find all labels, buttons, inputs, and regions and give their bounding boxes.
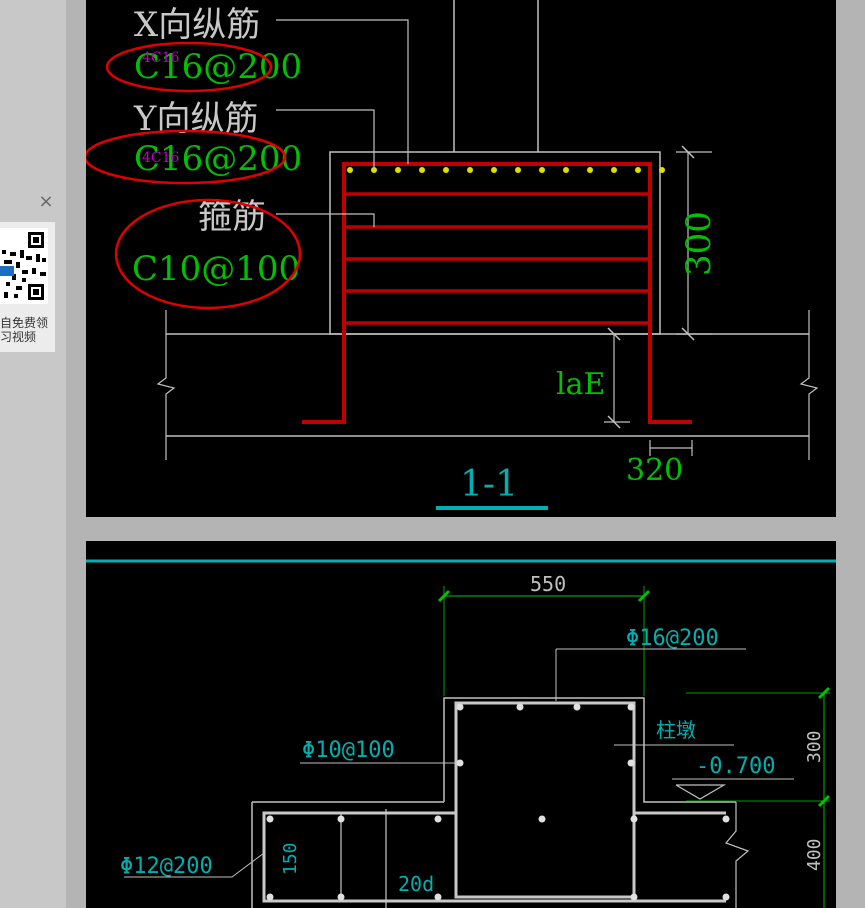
- ad-text-line1: 自免费领: [0, 316, 49, 330]
- pier-stirrup: [454, 701, 636, 899]
- break-line-left: [156, 310, 176, 460]
- y-bar-note: 4C16: [142, 150, 180, 166]
- bar-dot: [587, 167, 593, 173]
- leader-slab-bar: [124, 852, 265, 878]
- bar-dot: [467, 167, 473, 173]
- bar-dot: [573, 703, 581, 711]
- leader-y-bar: [276, 109, 375, 170]
- bar-dot: [722, 815, 730, 823]
- break-line-right: [799, 310, 819, 460]
- bar-dot: [434, 893, 442, 901]
- dim-150-text: 150: [280, 842, 301, 875]
- x-bar-label: X向纵筋: [134, 5, 260, 45]
- highlight-ellipse-stirrup: [114, 198, 302, 310]
- x-bar-value: C16@200: [134, 47, 302, 87]
- bar-dot: [337, 815, 345, 823]
- bar-dot: [337, 893, 345, 901]
- bar-dot: [434, 815, 442, 823]
- bar-dot: [347, 167, 353, 173]
- leader-stirrup: [276, 213, 375, 227]
- bar-dot: [395, 167, 401, 173]
- stirrup-label: 箍筋: [198, 197, 266, 237]
- pier-detail-drawing: 550 Φ16@200 柱墩 -0.700 Φ10@100 Φ12@200 15…: [86, 559, 836, 908]
- highlight-ellipse-y: [86, 129, 287, 185]
- bar-dot: [630, 815, 638, 823]
- bar-dot: [266, 815, 274, 823]
- bar-dot: [538, 815, 546, 823]
- dim-320-text: 320: [626, 453, 683, 488]
- dim-400-text: 400: [804, 838, 825, 871]
- bar-dot: [266, 893, 274, 901]
- close-icon[interactable]: ×: [38, 191, 54, 212]
- bar-dot: [419, 167, 425, 173]
- dim-20d-text: 20d: [398, 872, 434, 896]
- top-bar-text: Φ16@200: [626, 626, 719, 651]
- bar-dot: [491, 167, 497, 173]
- longitudinal-bar-dots: [347, 167, 665, 173]
- bar-dot: [539, 167, 545, 173]
- section-title: 1-1: [460, 464, 518, 505]
- qr-code-icon: [0, 228, 48, 304]
- elevation-marker-icon: [675, 784, 727, 800]
- bar-dot: [456, 759, 464, 767]
- bar-dot: [659, 167, 665, 173]
- dim-300-text: 300: [679, 211, 719, 276]
- break-line: [724, 802, 750, 908]
- bar-dot: [635, 167, 641, 173]
- stirrup-value: C10@100: [132, 249, 300, 289]
- dim-300-text: 300: [804, 730, 825, 763]
- pier-outline: [443, 697, 736, 803]
- bar-dot: [515, 167, 521, 173]
- left-panel: [0, 0, 66, 908]
- bar-dot: [456, 703, 464, 711]
- elevation-text: -0.700: [696, 754, 775, 779]
- bar-dot: [627, 703, 635, 711]
- qr-ad-panel[interactable]: 自免费领 习视频: [0, 222, 55, 352]
- bar-dot: [627, 759, 635, 767]
- highlight-ellipse-x: [105, 41, 273, 93]
- dim-lae-text: laE: [556, 367, 605, 402]
- bar-dot: [516, 703, 524, 711]
- bar-dot: [443, 167, 449, 173]
- x-bar-note: 4C16: [142, 50, 180, 66]
- ad-text-line2: 习视频: [0, 330, 37, 344]
- bar-dot: [722, 893, 730, 901]
- bar-dot: [563, 167, 569, 173]
- bar-dot: [630, 893, 638, 901]
- stirrup-outer-bar: [302, 162, 692, 424]
- drawing-page-1: X向纵筋 Y向纵筋 箍筋 C16@200 4C16 C16@200 4C16 C…: [86, 0, 836, 517]
- pier-bar-dots: [266, 703, 730, 901]
- leader-x-bar: [276, 19, 409, 164]
- dim-550-text: 550: [530, 572, 566, 596]
- slab-bar-top-bottom: [262, 811, 726, 903]
- pier-outline: [329, 151, 661, 335]
- section-1-1-drawing: X向纵筋 Y向纵筋 箍筋 C16@200 4C16 C16@200 4C16 C…: [86, 0, 819, 510]
- slab-bar-text: Φ12@200: [120, 854, 213, 879]
- pier-label: 柱墩: [656, 718, 696, 742]
- drawing-page-2: 550 Φ16@200 柱墩 -0.700 Φ10@100 Φ12@200 15…: [86, 541, 836, 908]
- stirrup-text: Φ10@100: [302, 738, 395, 763]
- bar-dot: [611, 167, 617, 173]
